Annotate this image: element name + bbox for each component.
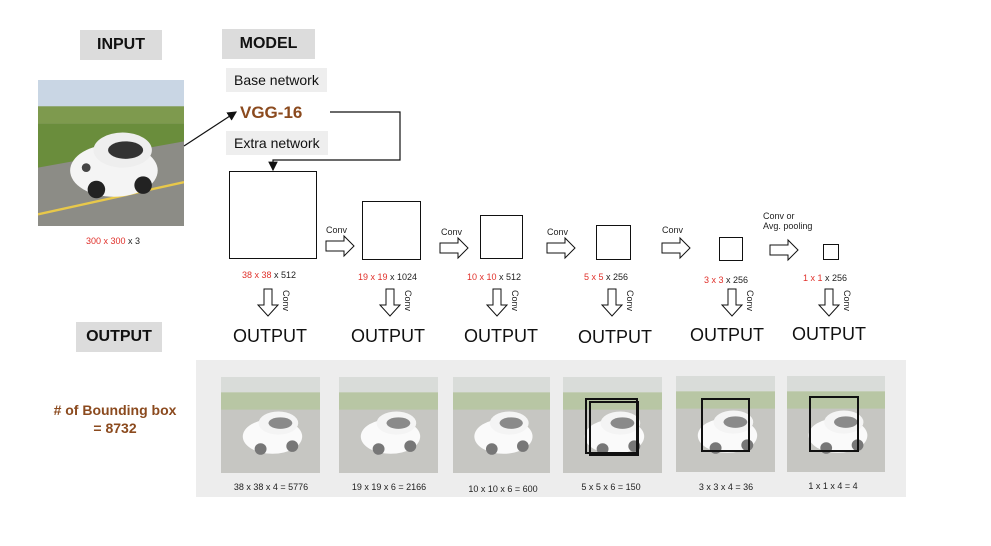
feature-map-1: [823, 244, 839, 260]
dim-label-4: 5 x 5 x 256: [584, 272, 629, 282]
vgg-to-map-arrow: [268, 111, 401, 172]
output-label-3: OUTPUT: [464, 326, 538, 346]
output-label-4: OUTPUT: [578, 327, 652, 347]
down-conv-label-3: Conv: [510, 290, 520, 312]
down-arrow-1: [256, 288, 280, 317]
detection-box-d: [809, 396, 859, 452]
box-count-6: 1 x 1 x 4 = 4: [808, 481, 858, 491]
down-conv-label-5: Conv: [745, 290, 755, 312]
box-count-5: 3 x 3 x 4 = 36: [698, 482, 754, 492]
extra-network-label: Extra network: [226, 131, 328, 155]
detection-box-b: [589, 401, 639, 456]
output-title: OUTPUT: [76, 322, 162, 352]
input-title: INPUT: [80, 30, 162, 60]
box-count-4: 5 x 5 x 6 = 150: [581, 482, 641, 492]
output-thumb-4: [563, 377, 662, 473]
conv-arrow-2: [439, 236, 469, 260]
input-to-vgg-arrow: [183, 111, 238, 147]
output-label-6: OUTPUT: [792, 324, 866, 344]
dim-label-2: 19 x 19 x 1024: [358, 272, 418, 282]
conv-arrow-3: [546, 236, 576, 260]
conv-label-5: Conv or Avg. pooling: [763, 211, 813, 231]
conv-label-4: Conv: [662, 225, 684, 235]
output-label-5: OUTPUT: [690, 325, 764, 345]
dim-label-1: 38 x 38 x 512: [242, 270, 297, 280]
dim-label-5: 3 x 3 x 256: [704, 275, 749, 285]
down-arrow-6: [817, 288, 841, 317]
output-thumb-2: [339, 377, 438, 473]
input-car-image: [38, 80, 184, 226]
down-conv-label-4: Conv: [625, 290, 635, 312]
detection-box-c: [701, 398, 750, 452]
output-label-2: OUTPUT: [351, 326, 425, 346]
feature-map-3: [719, 237, 743, 261]
box-count-3: 10 x 10 x 6 = 600: [468, 484, 538, 494]
down-conv-label-6: Conv: [842, 290, 852, 312]
vgg16-label: VGG-16: [240, 103, 303, 122]
down-arrow-2: [378, 288, 402, 317]
conv-arrow-5: [769, 238, 799, 262]
feature-map-19: [362, 201, 421, 260]
down-conv-label-2: Conv: [403, 290, 413, 312]
input-size: 300 x 300 x 3: [86, 236, 141, 246]
conv-label-3: Conv: [547, 227, 569, 237]
conv-label-2: Conv: [441, 227, 463, 237]
dim-label-6: 1 x 1 x 256: [803, 273, 848, 283]
conv-arrow-4: [661, 236, 691, 260]
base-network-label: Base network: [226, 68, 327, 92]
output-thumb-3: [453, 377, 550, 473]
model-title: MODEL: [222, 29, 315, 59]
feature-map-5: [596, 225, 631, 260]
output-thumb-1: [221, 377, 320, 473]
down-arrow-5: [720, 288, 744, 317]
down-arrow-3: [485, 288, 509, 317]
feature-map-10: [480, 215, 523, 259]
dim-label-3: 10 x 10 x 512: [467, 272, 522, 282]
output-thumb-6: [787, 376, 885, 472]
box-count-2: 19 x 19 x 6 = 2166: [351, 482, 427, 492]
box-count-1: 38 x 38 x 4 = 5776: [233, 482, 309, 492]
bounding-box-total: # of Bounding box = 8732: [53, 402, 177, 436]
feature-map-38: [229, 171, 317, 259]
conv-arrow-1: [325, 234, 355, 258]
down-conv-label-1: Conv: [281, 290, 291, 312]
output-label-1: OUTPUT: [233, 326, 307, 346]
down-arrow-4: [600, 288, 624, 317]
output-thumb-5: [676, 376, 775, 472]
conv-label-1: Conv: [326, 225, 348, 235]
